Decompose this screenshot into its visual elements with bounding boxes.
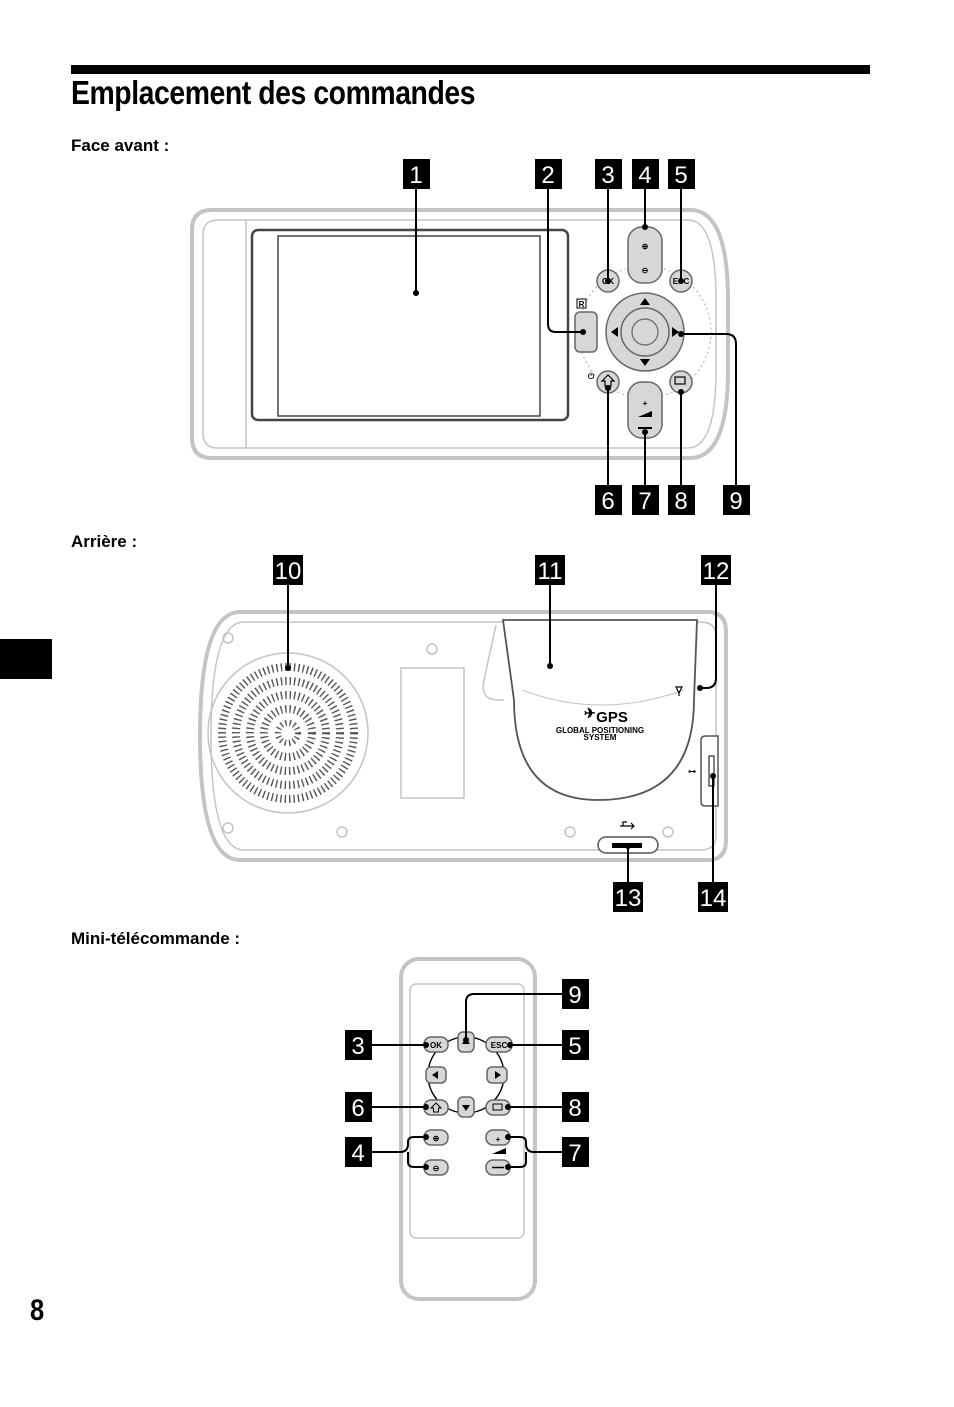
page-number: 8 <box>30 1294 45 1327</box>
svg-text:1: 1 <box>409 162 422 189</box>
satellite-icon: ✈ <box>584 705 596 721</box>
remote-body <box>399 957 537 1301</box>
route-key-label: R <box>579 300 585 309</box>
gps-logo-subtitle-1: GLOBAL POSITIONING <box>556 726 644 735</box>
callout-remote-8: 8 <box>562 1092 589 1122</box>
callout-3: 3 <box>595 159 622 189</box>
svg-text:5: 5 <box>568 1033 581 1060</box>
svg-text:13: 13 <box>615 885 642 912</box>
callout-8: 8 <box>668 485 695 515</box>
svg-text:6: 6 <box>351 1095 364 1122</box>
callout-14: 14 <box>698 882 728 912</box>
volume-up-icon: + <box>643 399 648 408</box>
touch-screen <box>277 235 541 417</box>
remote-volume-ramp-icon <box>492 1148 506 1154</box>
page-title: Emplacement des commandes <box>71 74 476 111</box>
section-label-front: Face avant : <box>71 136 170 155</box>
top-rule <box>71 65 870 74</box>
svg-text:7: 7 <box>568 1140 581 1167</box>
front-leader-lines <box>413 189 737 485</box>
usb-icon <box>620 821 635 830</box>
callout-remote-6: 6 <box>345 1092 372 1122</box>
svg-text:4: 4 <box>638 162 651 189</box>
remote-ok-key-label: OK <box>430 1041 442 1050</box>
label-plate <box>400 667 465 799</box>
callout-7: 7 <box>632 485 659 515</box>
remote-zoom-in-icon: ⊕ <box>433 1134 440 1143</box>
svg-text:9: 9 <box>729 488 742 515</box>
rear-leader-lines <box>285 585 717 882</box>
svg-text:7: 7 <box>638 488 651 515</box>
callout-1: 1 <box>403 159 430 189</box>
svg-text:6: 6 <box>601 488 614 515</box>
callout-12: 12 <box>701 555 731 585</box>
callout-remote-5: 5 <box>562 1030 589 1060</box>
section-label-rear: Arrière : <box>71 532 138 551</box>
power-icon: ⏻ <box>588 372 595 381</box>
svg-text:11: 11 <box>538 558 563 585</box>
callout-10: 10 <box>273 555 303 585</box>
svg-text:4: 4 <box>351 1140 364 1167</box>
callout-13: 13 <box>613 882 643 912</box>
display-icon <box>674 376 686 385</box>
svg-text:12: 12 <box>703 558 730 585</box>
front-device-illustration: ⊕ ⊖ OK ESC R ⏻ + <box>190 208 730 460</box>
chapter-tab <box>0 639 52 679</box>
svg-text:8: 8 <box>674 488 687 515</box>
svg-text:2: 2 <box>541 162 554 189</box>
remote-esc-key-label: ESC <box>491 1041 508 1050</box>
svg-text:10: 10 <box>275 558 302 585</box>
rear-device-illustration: ✈ GPS GLOBAL POSITIONING SYSTEM ⊶ <box>197 610 728 862</box>
antenna-icon <box>675 686 683 696</box>
remote-zoom-out-icon: ⊖ <box>433 1164 440 1173</box>
callout-remote-9: 9 <box>562 979 589 1009</box>
svg-text:9: 9 <box>568 982 581 1009</box>
remote-leader-lines <box>372 993 562 1170</box>
callout-2: 2 <box>535 159 562 189</box>
callout-remote-7: 7 <box>562 1137 589 1167</box>
remote-volume-up-icon: + <box>496 1135 501 1144</box>
callout-9: 9 <box>723 485 750 515</box>
gps-logo-subtitle-2: SYSTEM <box>584 733 617 742</box>
volume-ramp-icon <box>638 411 652 417</box>
callout-remote-4: 4 <box>345 1137 372 1167</box>
callout-5: 5 <box>668 159 695 189</box>
svg-text:5: 5 <box>674 162 687 189</box>
callout-11: 11 <box>535 555 565 585</box>
section-label-remote: Mini-télécommande : <box>71 929 241 948</box>
callout-remote-3: 3 <box>345 1030 372 1060</box>
callout-6: 6 <box>595 485 622 515</box>
svg-text:3: 3 <box>351 1033 364 1060</box>
speaker-grille <box>218 663 358 803</box>
svg-text:3: 3 <box>601 162 614 189</box>
zoom-out-icon: ⊖ <box>642 266 649 275</box>
callout-4: 4 <box>632 159 659 189</box>
remote-illustration: OK ESC ⊕ ⊖ + <box>399 957 537 1301</box>
side-port-icon: ⊶ <box>688 767 696 776</box>
zoom-in-icon: ⊕ <box>642 242 649 251</box>
gps-logo: GPS <box>596 709 628 726</box>
svg-text:8: 8 <box>568 1095 581 1122</box>
svg-text:14: 14 <box>700 885 727 912</box>
